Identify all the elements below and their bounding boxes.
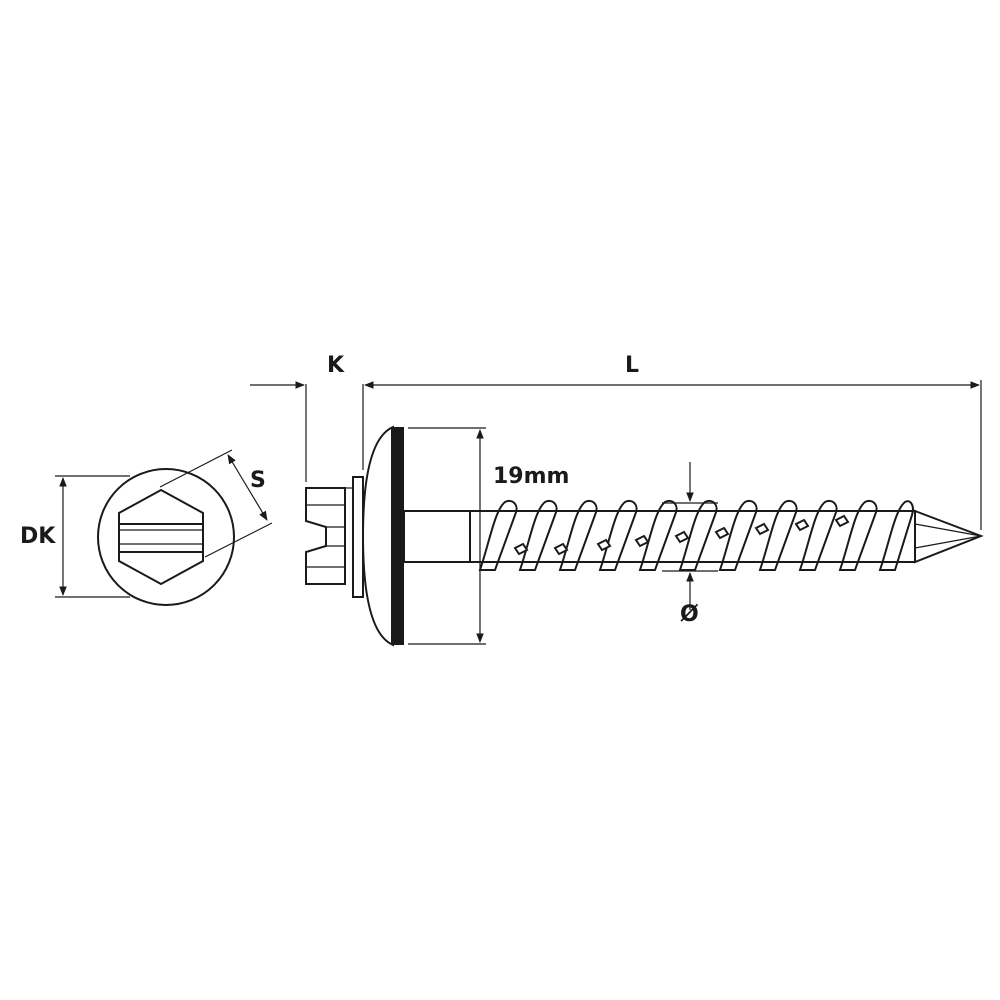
washer-diameter-dimension: 19mm (408, 427, 569, 645)
thread-diameter-dimension: Ø (662, 462, 718, 627)
thread-diameter-label: Ø (680, 602, 699, 627)
k-label: K (327, 353, 345, 378)
hex-head-side (305, 476, 364, 598)
thread-section (469, 499, 916, 571)
s-label: S (250, 468, 266, 493)
dk-label: DK (20, 524, 56, 549)
washer-seal (391, 427, 404, 645)
thread-crests (478, 499, 914, 571)
dk-dimension: DK (20, 475, 130, 598)
washer (361, 425, 404, 647)
screw-tip (914, 509, 984, 564)
hex-outline (118, 488, 204, 586)
head-outer-circle (97, 468, 235, 606)
l-dimension: L (364, 353, 982, 530)
s-dimension: S (159, 449, 273, 558)
l-label: L (625, 353, 639, 378)
head-end-view (97, 468, 235, 606)
k-dimension: K (250, 353, 364, 482)
hex-slot (119, 523, 203, 553)
washer-diameter-label: 19mm (493, 464, 569, 489)
thread-notches (513, 514, 850, 556)
screw-side-view (305, 425, 984, 647)
